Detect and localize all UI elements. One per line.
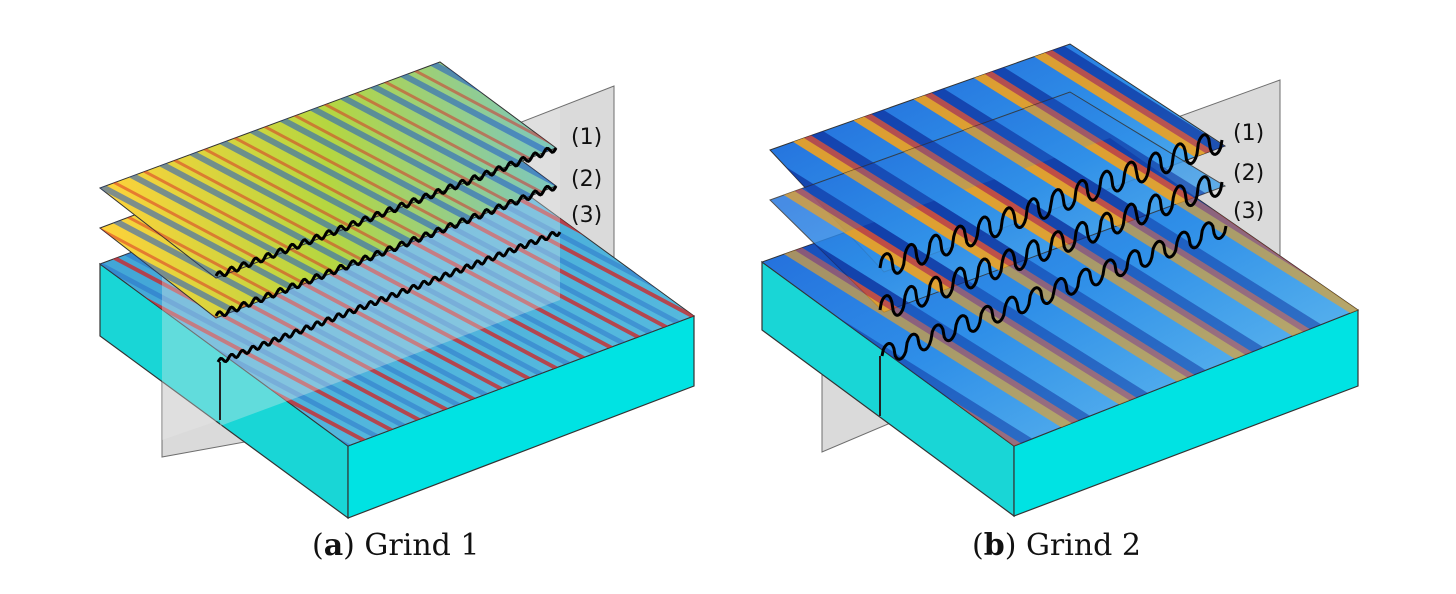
profile-label-b-2: (2) bbox=[1233, 161, 1264, 186]
caption-a: (a) Grind 1 bbox=[312, 528, 480, 563]
profile-a-1 bbox=[214, 146, 558, 278]
profile-b-1 bbox=[878, 133, 1224, 275]
profile-label-a-1: (1) bbox=[571, 125, 602, 150]
profile-b-3 bbox=[880, 221, 1228, 361]
profile-label-a-2: (2) bbox=[571, 167, 602, 192]
caption-a-title: Grind 1 bbox=[364, 528, 480, 563]
caption-b-title: Grind 2 bbox=[1025, 528, 1142, 563]
profile-label-b-3: (3) bbox=[1233, 199, 1264, 224]
profile-label-a-3: (3) bbox=[571, 203, 602, 228]
profile-a-3 bbox=[216, 230, 562, 364]
caption-b-letter: b bbox=[983, 528, 1005, 563]
panel-b: (1) (2) (3) bbox=[760, 43, 1360, 518]
surface-a-layer-1-ridges bbox=[100, 62, 556, 278]
surface-b-base-ridges bbox=[762, 138, 1358, 446]
caption-b: (b) Grind 2 bbox=[972, 528, 1142, 563]
profile-a-2 bbox=[214, 184, 558, 318]
panel-a: (1) (2) (3) bbox=[98, 61, 696, 520]
profile-label-b-1: (1) bbox=[1233, 121, 1264, 146]
caption-a-letter: a bbox=[323, 528, 344, 563]
profile-b-2 bbox=[878, 175, 1224, 317]
